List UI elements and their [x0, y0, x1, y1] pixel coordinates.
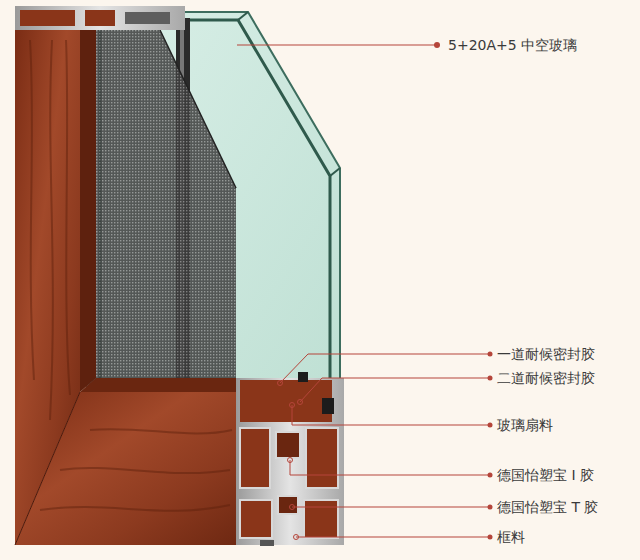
anchor-rings: [278, 381, 303, 540]
sash-profile: [240, 380, 332, 422]
glass-edge: [238, 12, 248, 20]
callout-label: 5+20A+5 中空玻璃: [448, 36, 577, 54]
callout-label: 玻璃扇料: [497, 416, 553, 434]
leader-line: [292, 507, 490, 508]
profile-cross-section: [236, 372, 344, 546]
profile-chamber: [240, 500, 272, 538]
anchor-ring: [290, 403, 295, 408]
leader-lines: [237, 45, 490, 537]
top-profile-section: [15, 6, 185, 30]
leader-dot: [488, 505, 493, 510]
anchor-ring: [278, 381, 283, 386]
leader-dot: [488, 473, 493, 478]
wood-frame: [15, 6, 236, 545]
leader-dot: [434, 42, 440, 48]
seal-gasket: [298, 372, 308, 382]
leader-dot: [488, 376, 493, 381]
glass-edge: [330, 168, 340, 176]
leader-line: [280, 354, 490, 383]
top-profile-chamber: [85, 10, 115, 26]
profile-chamber: [306, 428, 338, 488]
frame-horizontal-face: [15, 392, 236, 545]
callout-label: 一道耐候密封胶: [497, 345, 595, 363]
leader-line: [292, 405, 490, 425]
leader-line: [237, 45, 437, 46]
callout-label: 框料: [497, 528, 525, 546]
anchor-ring: [294, 535, 299, 540]
wood-grain: [30, 40, 70, 420]
frame-inner-top: [80, 378, 236, 392]
top-profile-chamber: [20, 10, 75, 26]
seal-gasket: [322, 398, 334, 414]
frame-inner-side: [80, 30, 96, 392]
profile-chamber: [240, 428, 270, 488]
leader-line: [300, 378, 490, 402]
top-profile-chamber: [125, 12, 170, 24]
anchor-ring: [288, 458, 293, 463]
leader-line: [296, 537, 490, 538]
screen-mesh: [86, 30, 236, 410]
insulation-strip: [278, 496, 298, 514]
callout-label: 德国怡塑宝 T 胶: [497, 498, 598, 516]
insulation-strip: [276, 432, 300, 458]
anchor-ring: [290, 505, 295, 510]
leader-dot: [488, 535, 493, 540]
profile-groove: [260, 540, 274, 546]
leader-dots: [434, 42, 493, 540]
callout-label: 德国怡塑宝 I 胶: [497, 466, 594, 484]
leader-line: [290, 460, 490, 475]
wood-grain: [40, 429, 232, 511]
profile-chamber: [304, 500, 338, 538]
leader-dot: [488, 423, 493, 428]
screen-mesh-edge: [160, 30, 236, 188]
callout-label: 二道耐候密封胶: [497, 369, 595, 387]
anchor-ring: [298, 400, 303, 405]
leader-dot: [488, 352, 493, 357]
